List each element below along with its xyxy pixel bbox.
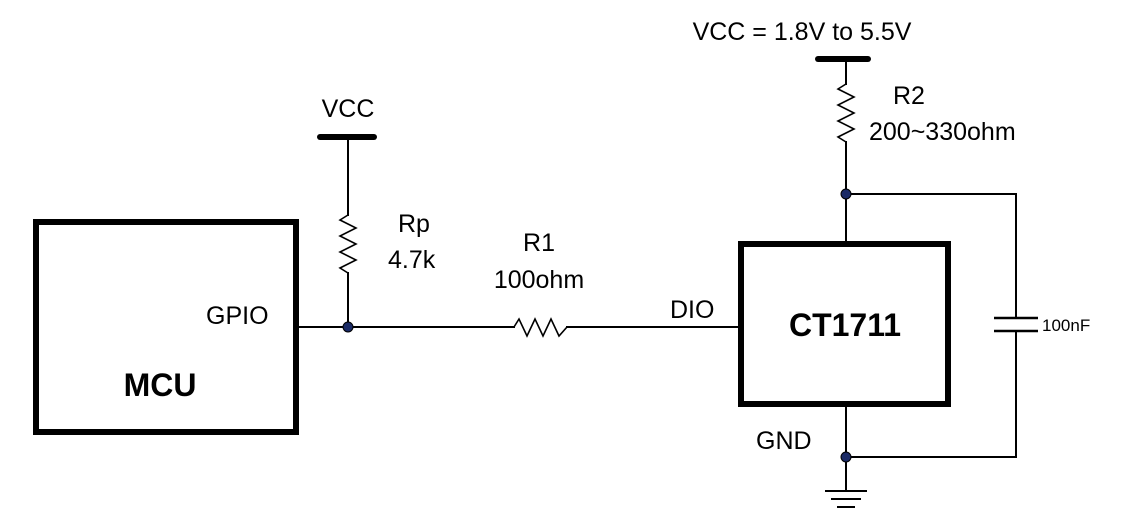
resistor-rp [338, 214, 358, 274]
r2-name-label: R2 [893, 82, 925, 110]
gpio-pin-label: GPIO [206, 302, 269, 330]
junction-node-gnd [840, 451, 852, 463]
ground-symbol [825, 490, 867, 508]
r1-value-label: 100ohm [494, 266, 584, 294]
ct1711-chip-label: CT1711 [789, 307, 901, 343]
capacitor-value-label: 100nF [1042, 316, 1090, 335]
mcu-label: MCU [124, 367, 197, 403]
r1-name-label: R1 [523, 229, 555, 257]
junction-node-vcc [840, 188, 852, 200]
gnd-label: GND [756, 427, 812, 455]
mcu-box [33, 219, 299, 435]
rp-value-label: 4.7k [388, 246, 436, 274]
vcc-supply-label: VCC = 1.8V to 5.5V [693, 18, 912, 46]
vcc-pullup-label: VCC [322, 95, 375, 123]
resistor-r2 [836, 83, 856, 143]
resistor-r1 [513, 317, 568, 338]
junction-node-gpio [342, 321, 354, 333]
r2-value-label: 200~330ohm [869, 118, 1016, 146]
dio-pin-label: DIO [670, 296, 714, 324]
ct1711-chip-box [738, 241, 951, 407]
rp-name-label: Rp [398, 210, 430, 238]
